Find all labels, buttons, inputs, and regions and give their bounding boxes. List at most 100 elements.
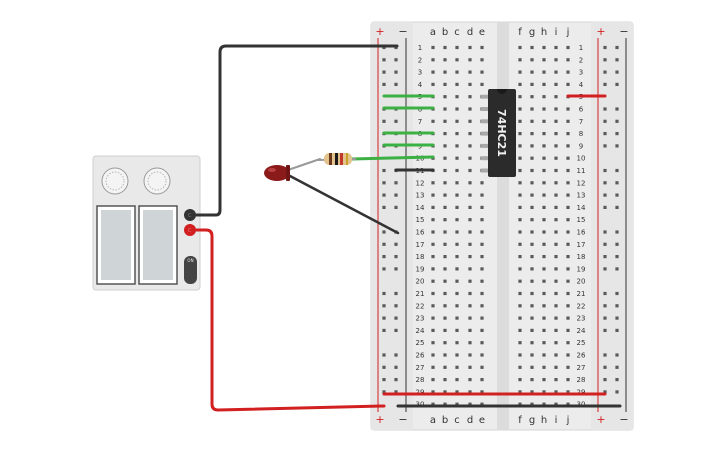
breadboard-hole[interactable] bbox=[468, 205, 472, 209]
breadboard-hole[interactable] bbox=[566, 58, 570, 62]
breadboard-hole[interactable] bbox=[455, 402, 459, 406]
breadboard-hole[interactable] bbox=[455, 144, 459, 148]
breadboard-hole[interactable] bbox=[615, 107, 619, 111]
breadboard-hole[interactable] bbox=[443, 341, 447, 345]
breadboard-hole[interactable] bbox=[394, 378, 398, 382]
breadboard-hole[interactable] bbox=[603, 304, 607, 308]
breadboard-hole[interactable] bbox=[566, 328, 570, 332]
breadboard-hole[interactable] bbox=[542, 218, 546, 222]
breadboard-hole[interactable] bbox=[518, 45, 522, 50]
breadboard-hole[interactable] bbox=[530, 205, 534, 209]
breadboard-hole[interactable] bbox=[603, 205, 607, 209]
breadboard-hole[interactable] bbox=[530, 181, 534, 185]
breadboard-hole[interactable] bbox=[542, 390, 546, 394]
breadboard-hole[interactable] bbox=[382, 365, 386, 369]
breadboard-hole[interactable] bbox=[443, 316, 447, 320]
breadboard-hole[interactable] bbox=[554, 304, 558, 308]
breadboard-hole[interactable] bbox=[431, 45, 435, 50]
breadboard-hole[interactable] bbox=[542, 316, 546, 320]
breadboard-hole[interactable] bbox=[382, 267, 386, 271]
breadboard-hole[interactable] bbox=[615, 45, 619, 50]
breadboard-hole[interactable] bbox=[518, 168, 522, 173]
breadboard-hole[interactable] bbox=[615, 365, 619, 369]
breadboard-hole[interactable] bbox=[443, 267, 447, 271]
breadboard-hole[interactable] bbox=[566, 107, 570, 111]
breadboard-hole[interactable] bbox=[382, 168, 386, 173]
breadboard-hole[interactable] bbox=[468, 230, 472, 234]
breadboard-hole[interactable] bbox=[554, 144, 558, 148]
breadboard-hole[interactable] bbox=[382, 193, 386, 197]
breadboard-hole[interactable] bbox=[480, 267, 484, 271]
breadboard-hole[interactable] bbox=[530, 291, 534, 296]
breadboard-hole[interactable] bbox=[554, 390, 558, 394]
breadboard-hole[interactable] bbox=[603, 328, 607, 332]
breadboard-hole[interactable] bbox=[480, 242, 484, 246]
breadboard-hole[interactable] bbox=[566, 70, 570, 74]
breadboard-hole[interactable] bbox=[530, 267, 534, 271]
breadboard-hole[interactable] bbox=[394, 365, 398, 369]
breadboard-hole[interactable] bbox=[554, 193, 558, 197]
breadboard-hole[interactable] bbox=[468, 156, 472, 160]
breadboard-hole[interactable] bbox=[382, 255, 386, 259]
breadboard-hole[interactable] bbox=[530, 242, 534, 246]
breadboard-hole[interactable] bbox=[518, 119, 522, 123]
resistor-icon[interactable] bbox=[317, 153, 357, 165]
breadboard-hole[interactable] bbox=[480, 402, 484, 406]
breadboard-hole[interactable] bbox=[468, 279, 472, 283]
breadboard-hole[interactable] bbox=[530, 328, 534, 332]
breadboard-hole[interactable] bbox=[394, 58, 398, 62]
breadboard-hole[interactable] bbox=[455, 242, 459, 246]
breadboard-hole[interactable] bbox=[468, 267, 472, 271]
breadboard-hole[interactable] bbox=[566, 193, 570, 197]
breadboard-hole[interactable] bbox=[455, 353, 459, 357]
breadboard-hole[interactable] bbox=[518, 95, 522, 99]
breadboard-hole[interactable] bbox=[603, 45, 607, 50]
breadboard-hole[interactable] bbox=[455, 193, 459, 197]
breadboard-hole[interactable] bbox=[542, 119, 546, 123]
breadboard-hole[interactable] bbox=[542, 378, 546, 382]
breadboard-hole[interactable] bbox=[518, 291, 522, 296]
breadboard-hole[interactable] bbox=[518, 205, 522, 209]
breadboard-hole[interactable] bbox=[480, 279, 484, 283]
breadboard-hole[interactable] bbox=[566, 365, 570, 369]
breadboard-hole[interactable] bbox=[554, 353, 558, 357]
breadboard-hole[interactable] bbox=[566, 304, 570, 308]
breadboard-hole[interactable] bbox=[518, 218, 522, 222]
breadboard-hole[interactable] bbox=[530, 378, 534, 382]
breadboard-hole[interactable] bbox=[443, 390, 447, 394]
breadboard-hole[interactable] bbox=[431, 255, 435, 259]
breadboard-hole[interactable] bbox=[542, 82, 546, 86]
breadboard-hole[interactable] bbox=[603, 316, 607, 320]
breadboard-hole[interactable] bbox=[468, 144, 472, 148]
breadboard-hole[interactable] bbox=[603, 144, 607, 148]
breadboard-hole[interactable] bbox=[443, 218, 447, 222]
breadboard-hole[interactable] bbox=[518, 304, 522, 308]
breadboard-hole[interactable] bbox=[394, 291, 398, 296]
breadboard-hole[interactable] bbox=[566, 242, 570, 246]
breadboard-hole[interactable] bbox=[382, 304, 386, 308]
breadboard-hole[interactable] bbox=[468, 291, 472, 296]
breadboard-hole[interactable] bbox=[615, 242, 619, 246]
breadboard-hole[interactable] bbox=[603, 82, 607, 86]
breadboard-hole[interactable] bbox=[382, 205, 386, 209]
breadboard-hole[interactable] bbox=[443, 205, 447, 209]
breadboard-hole[interactable] bbox=[554, 132, 558, 136]
breadboard-hole[interactable] bbox=[615, 132, 619, 136]
power-button[interactable] bbox=[184, 256, 197, 284]
breadboard-hole[interactable] bbox=[480, 218, 484, 222]
breadboard-hole[interactable] bbox=[468, 402, 472, 406]
breadboard-hole[interactable] bbox=[431, 70, 435, 74]
breadboard-hole[interactable] bbox=[615, 378, 619, 382]
breadboard-hole[interactable] bbox=[431, 205, 435, 209]
led-cathode-leg[interactable] bbox=[288, 174, 400, 235]
breadboard-hole[interactable] bbox=[603, 70, 607, 74]
breadboard-hole[interactable] bbox=[518, 267, 522, 271]
breadboard-hole[interactable] bbox=[394, 193, 398, 197]
breadboard-hole[interactable] bbox=[431, 328, 435, 332]
breadboard-hole[interactable] bbox=[542, 168, 546, 173]
breadboard-hole[interactable] bbox=[530, 279, 534, 283]
breadboard-hole[interactable] bbox=[542, 279, 546, 283]
breadboard-hole[interactable] bbox=[530, 107, 534, 111]
breadboard-hole[interactable] bbox=[554, 378, 558, 382]
breadboard-hole[interactable] bbox=[566, 144, 570, 148]
